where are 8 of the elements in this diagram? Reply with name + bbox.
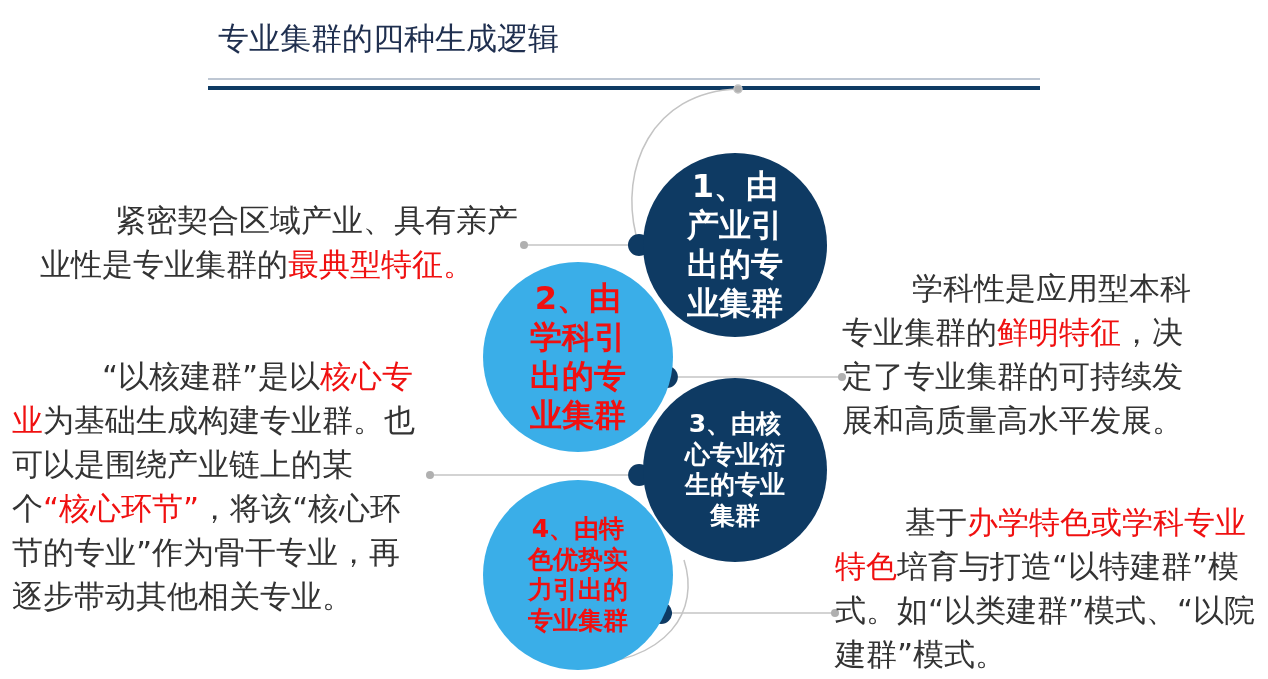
description-text: 基于办学特色或学科专业特色培育与打造“以特建群”模式。如“以类建群”模式、“以院建群”模式。: [835, 500, 1265, 676]
cluster-circle: 4、由特色优势实力引出的专业集群: [483, 480, 673, 670]
description-text: 学科性是应用型本科专业集群的鲜明特征，决定了专业集群的可持续发展和高质量高水平发展。: [842, 266, 1198, 442]
title: 专业集群的四种生成逻辑: [218, 19, 559, 58]
cluster-circle: 3、由核心专业衍生的专业集群: [643, 378, 827, 562]
cluster-circle: 2、由学科引出的专业集群: [483, 262, 673, 452]
description-text: “以核建群”是以核心专业为基础生成构建专业群。也可以是围绕产业链上的某个“核心环节”，将该“核心环节的专业”作为骨干专业，再逐步带动其他相关专业。: [12, 354, 430, 618]
cluster-circle: 1、由产业引出的专业集群: [643, 153, 827, 337]
